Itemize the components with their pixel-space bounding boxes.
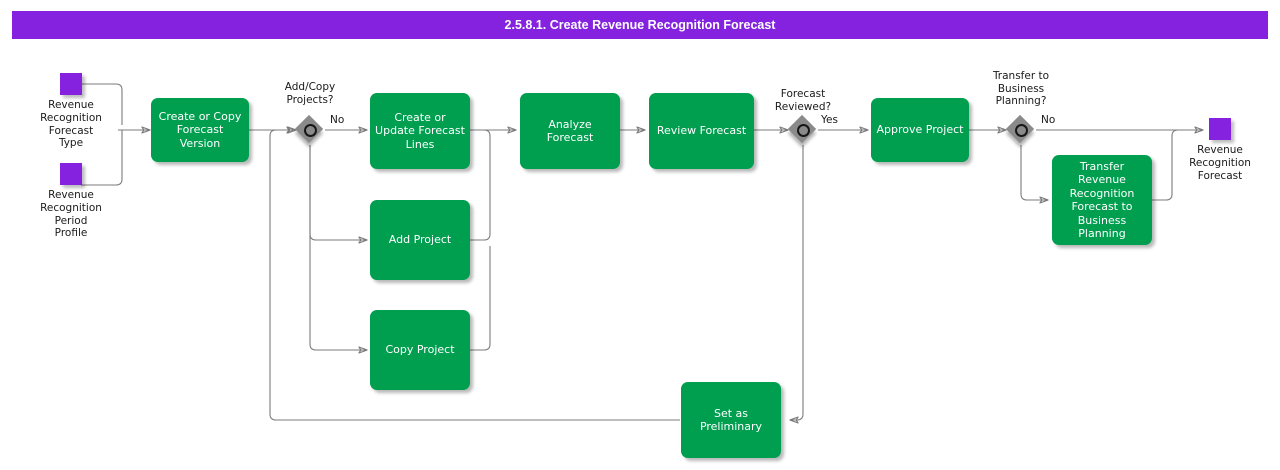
gateway-ring-icon [1015, 124, 1028, 137]
entity-label: Revenue Recognition Forecast Type [40, 99, 102, 150]
page-title: 2.5.8.1. Create Revenue Recognition Fore… [504, 18, 776, 32]
process-label: Copy Project [385, 343, 455, 357]
process-label: Transfer Revenue Recognition Forecast to… [1069, 159, 1135, 241]
gateway-label-add-copy-projects: Add/Copy Projects? [284, 81, 336, 106]
gateway-label-forecast-reviewed: Forecast Reviewed? [774, 88, 832, 113]
data-object-icon [60, 73, 82, 95]
entity-revenue-recognition-forecast-type[interactable]: Revenue Recognition Forecast Type [26, 73, 116, 150]
data-object-icon [60, 163, 82, 185]
entity-label: Revenue Recognition Forecast [1189, 144, 1251, 182]
process-label: Set as Preliminary [699, 406, 763, 434]
process-label: Add Project [388, 233, 452, 247]
entity-revenue-recognition-period-profile[interactable]: Revenue Recognition Period Profile [26, 163, 116, 240]
process-label: Approve Project [876, 123, 964, 137]
process-set-as-preliminary[interactable]: Set as Preliminary [681, 382, 781, 458]
gateway-label-transfer-to-business-planning: Transfer to Business Planning? [992, 70, 1050, 108]
data-object-icon [1209, 118, 1231, 140]
entity-label: Revenue Recognition Period Profile [40, 189, 102, 240]
process-review-forecast[interactable]: Review Forecast [649, 93, 754, 169]
gateway-forecast-reviewed[interactable] [787, 114, 817, 144]
process-label: Create or Update Forecast Lines [375, 110, 465, 151]
edge-label-add-copy-projects-no: No [330, 114, 345, 126]
process-label: Analyze Forecast [546, 117, 594, 145]
process-transfer-revenue-recognition-forecast-to-business-planning[interactable]: Transfer Revenue Recognition Forecast to… [1052, 155, 1152, 245]
process-analyze-forecast[interactable]: Analyze Forecast [520, 93, 620, 169]
header-bar: 2.5.8.1. Create Revenue Recognition Fore… [12, 11, 1268, 39]
process-create-or-update-forecast-lines[interactable]: Create or Update Forecast Lines [370, 93, 470, 169]
process-approve-project[interactable]: Approve Project [871, 98, 969, 162]
edge-label-transfer-no: No [1041, 114, 1056, 126]
gateway-add-copy-projects[interactable] [294, 114, 324, 144]
gateway-ring-icon [797, 124, 810, 137]
gateway-ring-icon [304, 124, 317, 137]
process-copy-project[interactable]: Copy Project [370, 310, 470, 390]
entity-revenue-recognition-forecast[interactable]: Revenue Recognition Forecast [1175, 118, 1265, 182]
process-add-project[interactable]: Add Project [370, 200, 470, 280]
gateway-transfer-to-business-planning[interactable] [1005, 114, 1035, 144]
edge-label-forecast-reviewed-yes: Yes [821, 114, 838, 126]
process-label: Review Forecast [656, 124, 747, 138]
process-create-or-copy-forecast-version[interactable]: Create or Copy Forecast Version [151, 98, 249, 162]
process-label: Create or Copy Forecast Version [158, 109, 242, 150]
